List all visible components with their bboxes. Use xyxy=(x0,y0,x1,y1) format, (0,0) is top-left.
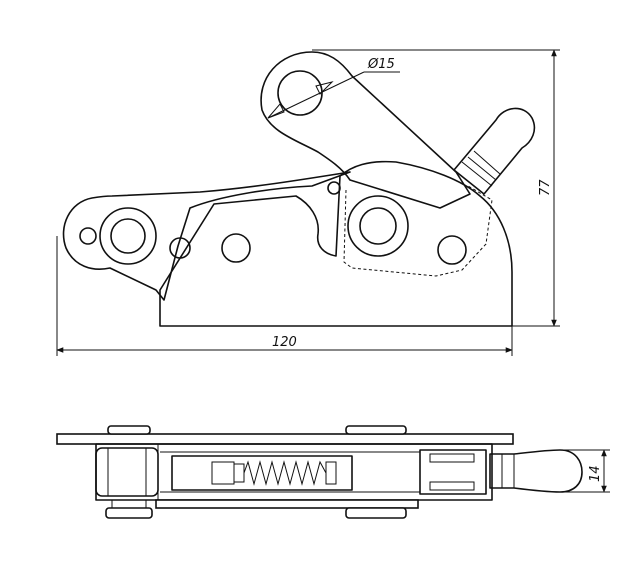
bottom-rivet-left xyxy=(105,507,153,519)
eye-hole xyxy=(277,70,323,116)
shaft xyxy=(419,449,487,495)
main-body-outline xyxy=(159,160,513,327)
spring-icon xyxy=(243,460,327,486)
top-rivet-right xyxy=(345,425,407,435)
pivot-outer xyxy=(347,195,409,257)
length-label: 120 xyxy=(272,335,297,350)
cam-lever-outline xyxy=(260,51,471,209)
left-roller-outer xyxy=(99,207,157,265)
top-plate xyxy=(56,433,514,445)
hidden-cam-outline xyxy=(343,185,493,277)
thickness-label: 14 xyxy=(588,465,603,482)
top-roller xyxy=(95,447,159,497)
left-rivet xyxy=(79,227,97,245)
pivot-inner xyxy=(359,207,397,245)
side-dimensions: Ø15 77 120 xyxy=(56,49,560,356)
body-hole-right xyxy=(437,235,467,265)
top-rivet-left xyxy=(107,425,151,435)
top-dimensions: 14 xyxy=(562,449,610,493)
height-label: 77 xyxy=(538,179,553,196)
hole-diameter-label: Ø15 xyxy=(367,57,395,72)
spring-housing xyxy=(171,455,353,491)
top-view xyxy=(56,425,583,519)
small-pin-cam xyxy=(327,181,341,195)
bottom-plate xyxy=(155,499,419,509)
left-arm-outline xyxy=(62,171,351,301)
side-view xyxy=(62,51,536,327)
bottom-rivet-right xyxy=(345,507,407,519)
top-handle-grip xyxy=(489,449,583,493)
handle-grip xyxy=(453,107,536,195)
left-roller-inner xyxy=(110,218,146,254)
body-hole-left xyxy=(221,233,251,263)
